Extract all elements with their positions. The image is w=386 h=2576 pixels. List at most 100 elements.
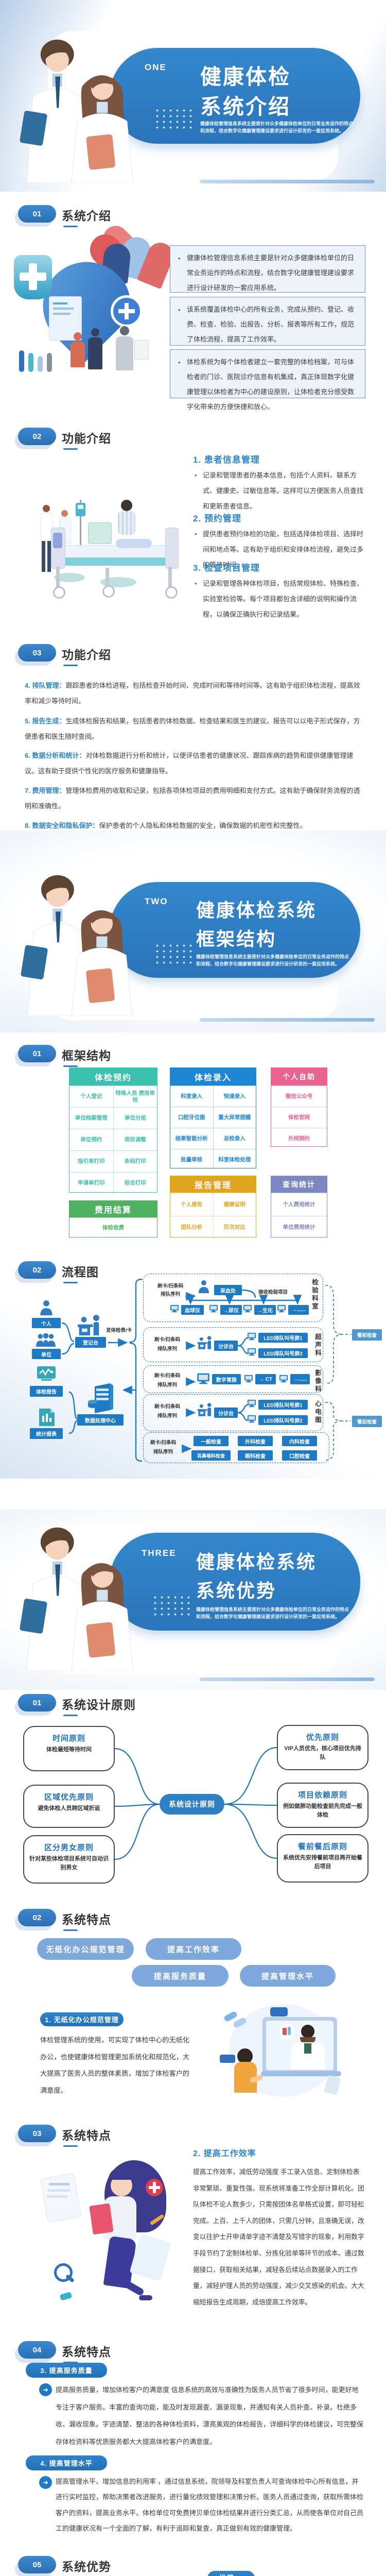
slide-three-kicker: THREE — [142, 1548, 177, 1558]
card-selfservice-title: 个人自助 — [271, 1068, 327, 1086]
statistics-doc-icon — [39, 1409, 55, 1426]
device-box: → CT — [255, 1374, 276, 1384]
swipe-label: 刷卡/扫条码 — [154, 1404, 181, 1410]
node-title: 项目依赖原则 — [297, 1791, 347, 1800]
doctors-illustration — [15, 872, 142, 1016]
section-title-underline — [63, 448, 78, 450]
slide-one-kicker: ONE — [145, 62, 167, 72]
slide-three-title-line1: 健康体检系统 — [196, 1551, 317, 1572]
led-screen-box: LED排队叫号屏1 — [258, 1333, 308, 1343]
slide-one-accent-bar — [200, 180, 375, 183]
node-title: 时间原则 — [52, 1734, 85, 1743]
queue-label: 排队序列 — [161, 1292, 181, 1297]
section-title-underline — [63, 1282, 78, 1283]
server-icon — [87, 1383, 114, 1413]
person-icon — [198, 1280, 210, 1293]
node-desc: 针对某些体检项目系统可自动识别男女 — [29, 1856, 109, 1871]
device-box: 数字胃肠 — [212, 1374, 241, 1384]
section-title: 功能介绍 — [62, 432, 111, 445]
principle-node-time: 时间原则 体检最短等待时间 — [23, 1726, 115, 1771]
section-advantages-1: 05 系统优势 优势一 对体检中心进行系统化和规范化的管理，减轻繁琐人工活动，降… — [0, 2553, 386, 2576]
feature-4-text: 提高管理水平、增加信息的利用率 ，通过信息系统，院领导及科室负责人可查询体检中心… — [56, 2478, 364, 2533]
people-icon — [34, 1333, 58, 1347]
node-desc: 避免体检人员跨区域折返 — [38, 1805, 100, 1811]
dot-grid-decoration — [154, 108, 194, 130]
slide-two-panel: TWO 健康体检系统 框架结构 健康体检管理信息系统主要是针对众多健康体检单位的… — [110, 882, 360, 978]
flow-imaging-row — [143, 1365, 323, 1393]
swipe-label: 刷卡/扫条码 — [157, 1283, 184, 1289]
cell: 申请单打印 — [78, 1180, 105, 1186]
card-selfservice: 个人自助 微信公众号 体检官网 外网预约 — [271, 1067, 327, 1147]
section-number-badge: 03 — [18, 644, 56, 662]
section-number-badge: 02 — [18, 428, 56, 445]
node-title: 优先原则 — [306, 1733, 339, 1742]
swipe-label: 刷卡/扫条码 — [150, 1440, 177, 1446]
slide-two-subtitle: 健康体检管理信息系统主要是针对众多健康体检单位的日常业务运作的特点和流程，结合数… — [196, 954, 349, 967]
item-4-text: 跟踪患者的体检进程，包括检查开始时间、完成时间和等待时间等。这有助于组织体检流程… — [25, 682, 360, 705]
triage-box: 分诊台 — [214, 1408, 238, 1418]
item-5-label: 5. 报告生成： — [25, 717, 66, 725]
advantage-1-tab: 优势一 — [207, 2571, 255, 2576]
function-2-text: 提供患者预约体检的功能，包括选择体检项目、选择时间和地点等。这有助于组织和安排体… — [195, 527, 367, 573]
computer-icon — [244, 1375, 253, 1383]
led-screen-box: LED排队叫号屏1 — [258, 1400, 308, 1410]
section-title-underline — [63, 1715, 78, 1716]
item-4-label: 4. 排队管理： — [25, 682, 66, 689]
slide-two-accent-bar — [200, 1018, 375, 1022]
item-8-label: 8. 数据安全和隐私保护： — [25, 822, 99, 829]
section-title: 系统介绍 — [62, 209, 111, 223]
flow-general-row — [143, 1432, 329, 1463]
cell: 总检录入 — [213, 1128, 256, 1149]
title-slide-one: ONE 健康体检 系统介绍 健康体检管理信息系统主要是针对众多健康体检单位的日常… — [0, 0, 386, 192]
function-3-text: 记录和管理各种体检项目，包括常规体检、特殊检查、实验室检验等。每个项目都包含详细… — [195, 576, 367, 622]
computer-icon — [243, 1304, 252, 1313]
cell: 单位档案管理 — [75, 1115, 108, 1121]
cell: 科室体检处理 — [213, 1149, 256, 1170]
card-query: 查询统计 个人费用统计 单位费用统计 — [271, 1176, 327, 1238]
cell: 特殊人员 费用审核 — [113, 1086, 157, 1107]
section-features-3: 04 系统特点 3. 提高服务质量 ➜ 提高服务质量，增加体检客户的满意度 信息… — [0, 2338, 386, 2552]
feature-1-heading: 1. 无纸化办公规范管理 — [40, 2012, 124, 2026]
cell: 单位费用统计 — [283, 1224, 315, 1230]
feature-pill-4: 提高管理水平 — [240, 1965, 336, 1987]
device-box: →尿仪 — [220, 1305, 242, 1315]
dept-label-ecg: 心电图 — [314, 1400, 321, 1425]
computer-icon — [247, 1415, 256, 1423]
function-2-heading: 2. 预约管理 — [193, 514, 241, 523]
flow-report-box: 体检报告 — [30, 1386, 63, 1397]
feature-3-heading: 3. 提高服务质量 — [26, 2363, 107, 2378]
section-number-badge: 02 — [18, 1261, 56, 1279]
computer-icon — [247, 1332, 256, 1341]
section-title-underline — [63, 1929, 78, 1931]
section-number-badge: 01 — [18, 1694, 56, 1711]
mindmap-connectors — [114, 1747, 277, 1860]
section-number-badge: 01 — [18, 205, 56, 223]
cell: 批量审核 — [181, 1156, 203, 1163]
device-box: 血球仪 — [181, 1305, 204, 1315]
exam-box: 内科检查 — [282, 1436, 317, 1446]
principle-node-priority: 优先原则 VIP人员优先，核心项目优先排队 — [277, 1725, 369, 1770]
medical-heart-illustration — [13, 228, 178, 389]
cell: 项目调整 — [113, 1129, 157, 1150]
feature-pill-1: 无纸化办公规范管理 — [37, 1938, 134, 1960]
cell: 团队分析 — [181, 1224, 203, 1230]
section-features-1: 02 系统特点 无纸化办公规范管理 提高工作效率 提高服务质量 提高管理水平 1… — [0, 1906, 386, 2123]
intro-paragraph-box: 健康体检管理信息系统主要是针对众多健康体检单位的日常业务运作的特点和流程，结合数… — [170, 245, 365, 293]
cell: 微信公众号 — [285, 1093, 313, 1099]
exam-box: 眼科检查 — [238, 1450, 273, 1461]
principle-node-region: 区域优先原则 避免体检人员跨区域折返 — [23, 1785, 115, 1828]
function-1-heading: 1. 患者信息管理 — [193, 455, 260, 465]
numbered-item-8: 8. 数据安全和隐私保护：保护患者的个人隐私和体检数据的安全，确保数据的机密性和… — [25, 818, 366, 834]
slide-three-title-line2: 系统优势 — [196, 1580, 277, 1601]
dept-label-ultrasound: 超声科 — [314, 1333, 321, 1358]
card-billing: 费用结算 体检收费 — [69, 1200, 157, 1238]
feature-3-text: 提高服务质量，增加体检客户的满意度 信息系统的高效与准确性为医务人员节省了很多时… — [56, 2386, 364, 2446]
card-query-title: 查询统计 — [271, 1176, 327, 1193]
feature-pill-2: 提高工作效率 — [146, 1938, 241, 1960]
feature-2-heading: 2. 提高工作效率 — [193, 2149, 256, 2158]
principle-node-meal: 餐前餐后原则 系统优先安排餐前项目再开始餐后项目 — [277, 1834, 369, 1883]
section-framework: 01 框架结构 体检预约 个人登记特殊人员 费用审核 单位档案管理单位分组 单位… — [0, 1040, 386, 1246]
node-title: 区域优先原则 — [44, 1793, 94, 1802]
device-box: →...... — [288, 1305, 309, 1315]
